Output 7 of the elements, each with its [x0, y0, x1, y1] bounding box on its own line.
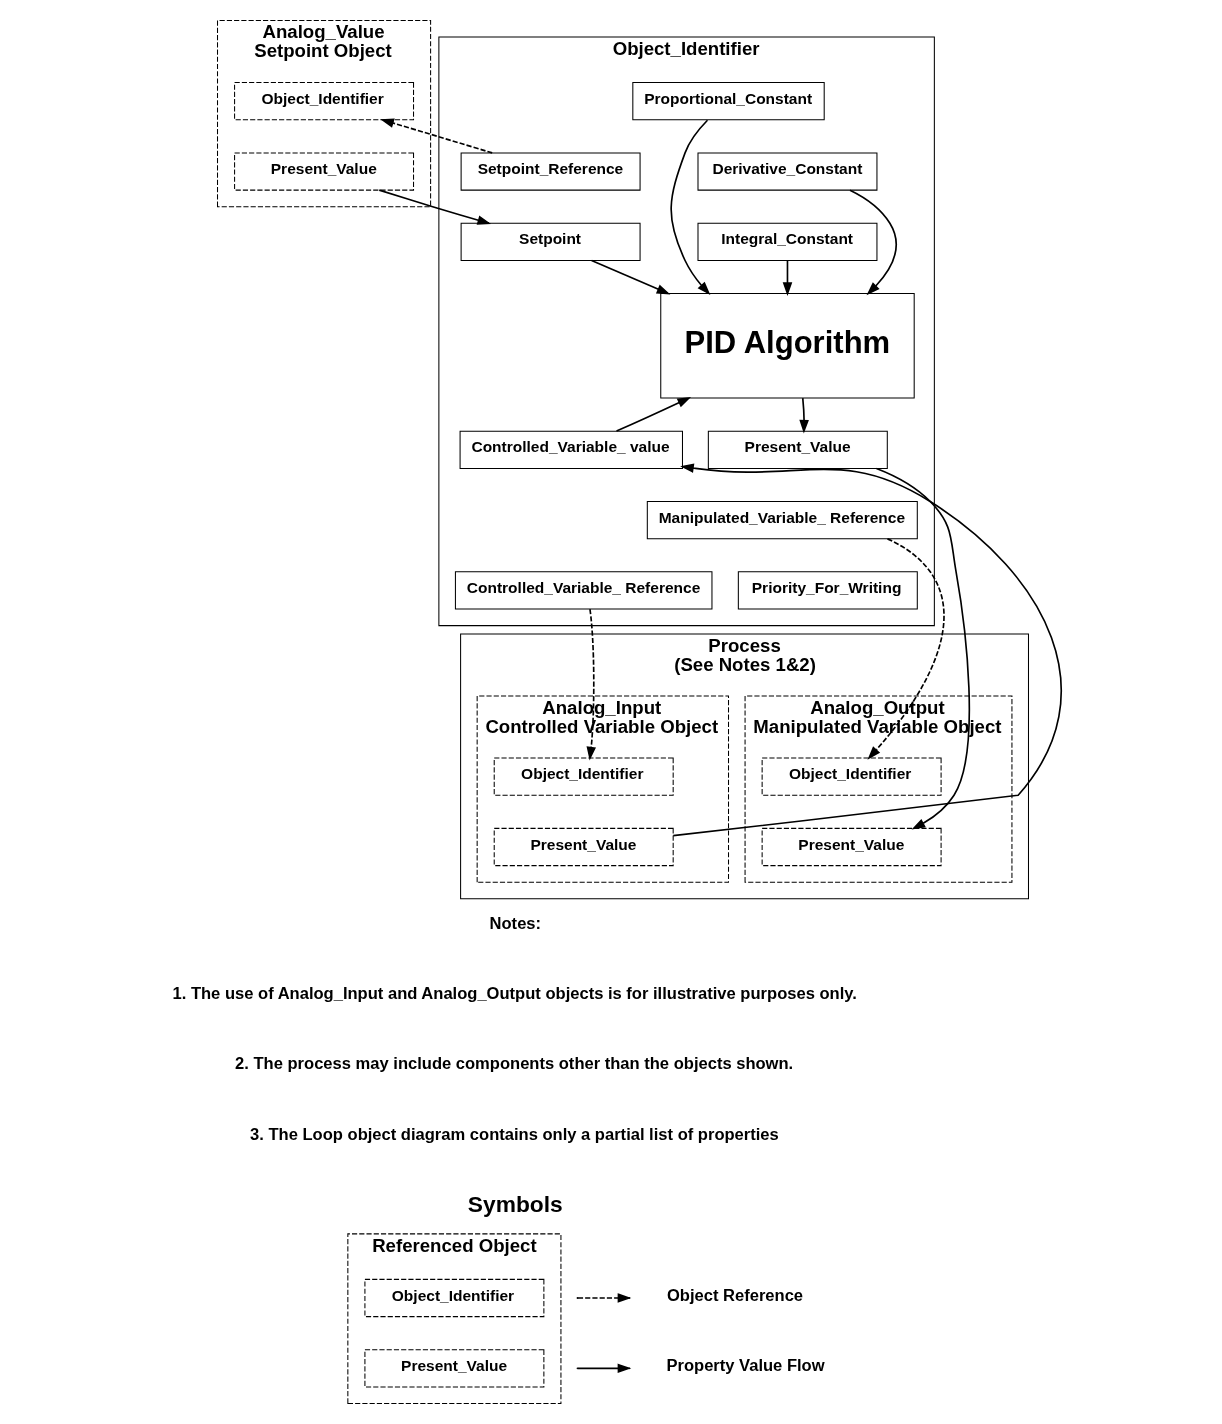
label: 2. The process may include components other than the objects shown. — [234, 1054, 793, 1074]
label: 3. The Loop object diagram contains only a partial list of properties — [249, 1124, 779, 1144]
label: Symbols — [467, 1190, 563, 1217]
label: 1. The use of Analog_Input and Analog_Output objects is for illustrative purposes only. — [172, 983, 857, 1003]
legend-label: Object Reference — [666, 1285, 803, 1305]
legend-label: Property Value Flow — [665, 1356, 825, 1376]
label: Notes: — [489, 913, 541, 933]
